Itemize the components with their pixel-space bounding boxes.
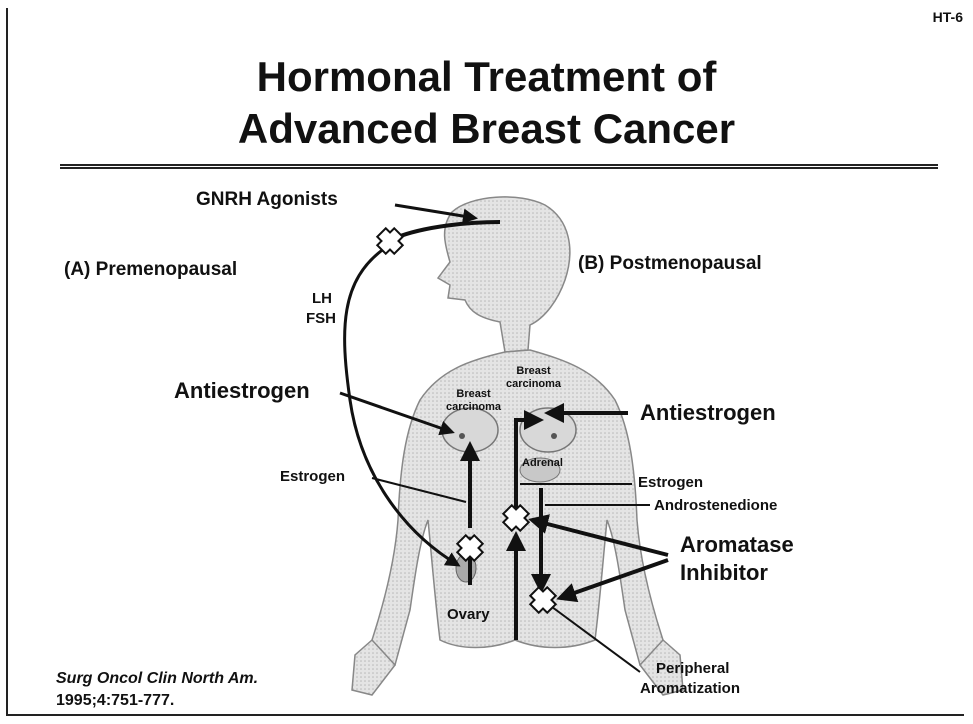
head-outline	[438, 197, 570, 352]
gnrh-agonists-label: GNRH Agonists	[196, 189, 338, 211]
fsh-label: FSH	[306, 310, 336, 327]
reference-citation: Surg Oncol Clin North Am. 1995;4:751-777…	[56, 668, 258, 712]
breast-carcinoma-left-label: Breast carcinoma	[446, 388, 501, 414]
estrogen-right-label: Estrogen	[638, 474, 703, 491]
peripheral-aromatization-line2: Aromatization	[640, 680, 740, 697]
aromatase-inhibitor-line1: Aromatase	[680, 532, 794, 558]
postmenopausal-label: (B) Postmenopausal	[578, 253, 762, 275]
breast-carcinoma-left-line2: carcinoma	[446, 401, 501, 414]
aromatase-inhibitor-line2: Inhibitor	[680, 560, 768, 586]
left-nipple	[459, 433, 465, 439]
peripheral-aromatization-line1: Peripheral	[656, 660, 729, 677]
reference-journal: Surg Oncol Clin North Am.	[56, 668, 258, 690]
adrenal-label: Adrenal	[522, 457, 563, 470]
right-nipple	[551, 433, 557, 439]
estrogen-left-label: Estrogen	[280, 468, 345, 485]
breast-carcinoma-right-label: Breast carcinoma	[506, 365, 561, 391]
premenopausal-label: (A) Premenopausal	[64, 259, 237, 281]
antiestrogen-right-label: Antiestrogen	[640, 400, 776, 426]
antiestrogen-left-label: Antiestrogen	[174, 378, 310, 404]
reference-volume: 1995;4:751-777.	[56, 690, 258, 712]
breast-carcinoma-left-line1: Breast	[446, 388, 501, 401]
androstenedione-label: Androstenedione	[654, 497, 777, 514]
breast-carcinoma-right-line2: carcinoma	[506, 378, 561, 391]
lh-label: LH	[312, 290, 332, 307]
ovary-label: Ovary	[447, 606, 490, 623]
breast-carcinoma-right-line1: Breast	[506, 365, 561, 378]
